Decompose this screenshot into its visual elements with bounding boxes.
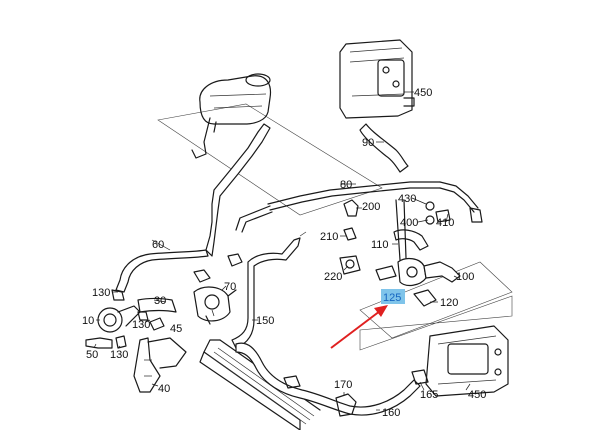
expansion-tank-frame bbox=[157, 103, 383, 216]
label-100: 100 bbox=[456, 271, 474, 283]
label-80: 80 bbox=[340, 179, 352, 191]
pipe-80 bbox=[267, 181, 441, 205]
part-50 bbox=[85, 337, 113, 349]
label-50: 50 bbox=[86, 349, 98, 361]
label-210: 210 bbox=[320, 231, 338, 243]
label-410: 410 bbox=[436, 217, 454, 229]
fittings-400-410-430 bbox=[425, 201, 483, 225]
pump-100 bbox=[397, 257, 461, 287]
hose-110 bbox=[393, 229, 429, 251]
label-150: 150 bbox=[256, 315, 274, 327]
label-125: 125 bbox=[383, 292, 401, 304]
label-40: 40 bbox=[158, 383, 170, 395]
clip-130-bottom bbox=[115, 335, 127, 349]
clip-70 bbox=[193, 269, 211, 283]
part-165 bbox=[411, 369, 429, 385]
label-130-mid: 130 bbox=[132, 319, 150, 331]
label-430: 430 bbox=[398, 193, 416, 205]
expansion-tank bbox=[191, 73, 272, 159]
part-125 bbox=[375, 265, 397, 281]
part-210 bbox=[343, 227, 357, 241]
hose-160 bbox=[235, 342, 421, 416]
part-120 bbox=[413, 289, 437, 307]
valve-10 bbox=[97, 305, 141, 333]
label-400: 400 bbox=[400, 217, 418, 229]
bracket-40 bbox=[133, 337, 187, 393]
label-45: 45 bbox=[170, 323, 182, 335]
hose-60 bbox=[115, 249, 209, 293]
part-220 bbox=[339, 255, 361, 275]
label-450-top: 450 bbox=[414, 87, 432, 99]
label-200: 200 bbox=[362, 201, 380, 213]
radiator bbox=[199, 339, 321, 430]
pump-left bbox=[193, 286, 237, 325]
pump-assembly-frame bbox=[359, 261, 513, 339]
label-130-bottom: 130 bbox=[110, 349, 128, 361]
label-220: 220 bbox=[324, 271, 342, 283]
label-70: 70 bbox=[224, 281, 236, 293]
label-160: 160 bbox=[382, 407, 400, 419]
part-200 bbox=[343, 199, 359, 217]
leader-lines bbox=[93, 91, 471, 411]
label-450-bottom: 450 bbox=[468, 389, 486, 401]
label-170: 170 bbox=[334, 379, 352, 391]
clip-130-top bbox=[111, 289, 125, 301]
label-120: 120 bbox=[440, 297, 458, 309]
clip-130-mid bbox=[137, 311, 149, 321]
hose-150 bbox=[231, 237, 301, 349]
control-unit-450-bottom bbox=[425, 325, 509, 397]
lower-frame bbox=[359, 295, 513, 351]
part-45 bbox=[149, 317, 165, 331]
part-125-highlight bbox=[381, 289, 405, 304]
hose-90 bbox=[359, 123, 409, 173]
label-30: 30 bbox=[154, 295, 166, 307]
label-60: 60 bbox=[152, 239, 164, 251]
label-130-top: 130 bbox=[92, 287, 110, 299]
clip-near-radiator bbox=[283, 375, 301, 389]
hose-30 bbox=[137, 297, 177, 313]
pointer-arrow bbox=[330, 305, 388, 349]
label-10: 10 bbox=[82, 315, 94, 327]
label-165: 165 bbox=[420, 389, 438, 401]
part-170 bbox=[335, 393, 357, 417]
label-110: 110 bbox=[371, 239, 389, 251]
clip-top-70 bbox=[227, 253, 243, 267]
control-unit-450-top bbox=[339, 39, 415, 119]
label-90: 90 bbox=[362, 137, 374, 149]
